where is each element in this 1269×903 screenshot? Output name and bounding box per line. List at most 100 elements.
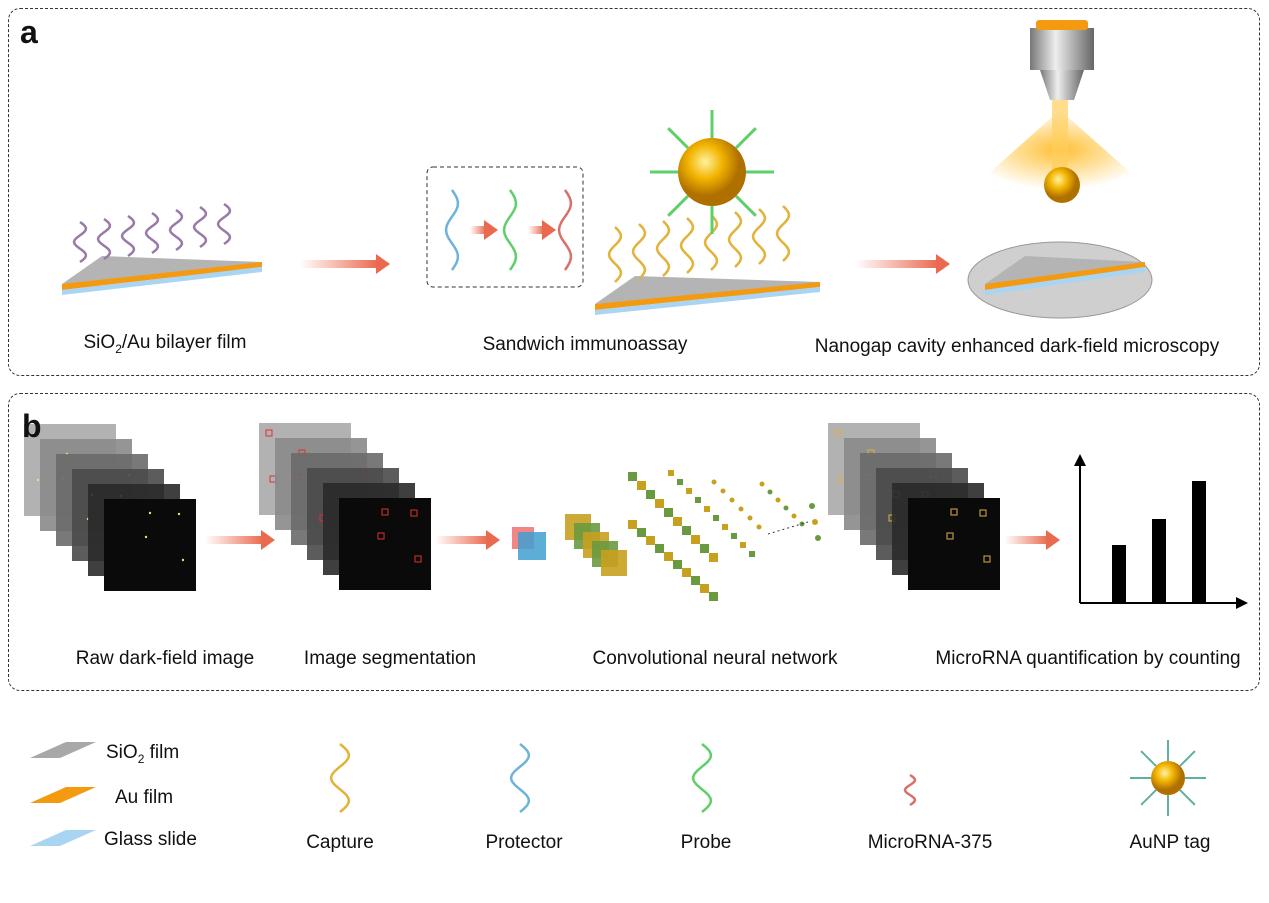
legend-aunp-strand — [1179, 789, 1196, 806]
neuron — [759, 481, 765, 487]
legend-sio2-swatch — [30, 742, 96, 758]
legend-microrna-icon — [903, 773, 917, 807]
step-label-quantification: MicroRNA quantification by counting — [935, 648, 1241, 669]
output-neuron — [815, 535, 821, 541]
capture-strand — [655, 220, 671, 277]
neuron — [775, 497, 781, 503]
neuron — [729, 497, 735, 503]
particle — [410, 509, 418, 517]
legend-glass-slide: Glass slide — [104, 829, 197, 850]
feature-map — [673, 517, 682, 526]
count-bar — [1152, 519, 1166, 603]
output-neuron — [809, 503, 815, 509]
legend-glass-swatch — [30, 830, 96, 846]
step-label-bilayer-film-post: /Au bilayer film — [121, 332, 247, 353]
feature-map — [709, 553, 718, 562]
feature-map — [713, 515, 719, 521]
neuron — [767, 489, 773, 495]
sandwich-film-glass — [595, 287, 820, 315]
neuron — [791, 513, 797, 519]
probe-strand — [734, 194, 757, 217]
y-axis-arrow — [1074, 454, 1086, 466]
step-label-sandwich: Sandwich immunoassay — [482, 334, 688, 355]
legend-sio2-film: SiO2 film — [106, 742, 179, 766]
neuron — [747, 515, 753, 521]
step-label-bilayer-film: SiO2/Au bilayer film — [84, 332, 247, 356]
feature-map — [691, 576, 700, 585]
arrow-b3-head — [1046, 530, 1060, 550]
neuron — [783, 505, 789, 511]
panel-a-label: a — [20, 14, 38, 50]
feature-map — [700, 544, 709, 553]
step-label-cnn: Convolutional neural network — [592, 648, 838, 669]
count-bar — [1112, 545, 1126, 603]
arrow-a2 — [855, 260, 938, 268]
particle — [148, 511, 152, 515]
neuron — [720, 488, 726, 494]
particle — [377, 532, 385, 540]
arrow-b2-head — [486, 530, 500, 550]
capture-strand — [168, 208, 184, 252]
neuron — [756, 524, 762, 530]
feature-map — [682, 526, 691, 535]
legend-protector-icon — [509, 743, 531, 813]
legend-protector: Protector — [485, 832, 563, 853]
feature-map — [749, 551, 755, 557]
feature-map — [628, 472, 637, 481]
feature-map — [722, 524, 728, 530]
sandwich-film-au — [595, 282, 820, 310]
particle — [950, 508, 958, 516]
stage-film-au — [985, 262, 1145, 290]
particle — [36, 478, 40, 482]
legend-sio2-pre: SiO — [106, 742, 138, 763]
legend-aunp-strand — [1140, 750, 1157, 767]
particle — [983, 555, 991, 563]
capture-strand — [72, 220, 88, 264]
panel-b-label: b — [22, 408, 42, 444]
particle — [265, 429, 273, 437]
capture-strand — [775, 205, 791, 262]
particle — [32, 432, 36, 436]
particle — [144, 535, 148, 539]
step-label-microscopy: Nanogap cavity enhanced dark-field micro… — [814, 336, 1220, 357]
probe-strand — [667, 127, 690, 150]
arrow-a1-head — [376, 254, 390, 274]
inset-arrow-1-head — [484, 220, 498, 240]
legend-aunp-icon — [1151, 761, 1185, 795]
bilayer-film-au — [62, 262, 262, 290]
feature-map — [691, 535, 700, 544]
legend-sio2-sub: 2 — [137, 751, 145, 766]
feature-map — [646, 536, 655, 545]
legend-probe: Probe — [680, 832, 732, 853]
count-bar — [1192, 481, 1206, 603]
feature-map — [700, 584, 709, 593]
capture-strand — [144, 211, 160, 255]
sandwich-film-sio2 — [595, 276, 820, 304]
particle — [946, 532, 954, 540]
legend-aunp-strand — [1179, 750, 1196, 767]
feature-map — [637, 481, 646, 490]
capture-strand — [192, 205, 208, 249]
legend-aunp-tag: AuNP tag — [1129, 832, 1211, 853]
feature-map — [686, 488, 692, 494]
feature-map — [628, 520, 637, 529]
particle — [177, 512, 181, 516]
light-beam — [1052, 100, 1068, 180]
legend-capture: Capture — [306, 832, 374, 853]
counted-image — [908, 498, 1000, 590]
feature-map — [677, 479, 683, 485]
feature-map — [655, 499, 664, 508]
capture-strand — [703, 214, 719, 271]
feature-map — [682, 568, 691, 577]
feature-map — [740, 542, 746, 548]
hybridization-inset — [426, 166, 584, 288]
step-label-bilayer-film-pre: SiO — [83, 332, 116, 353]
inset-arrow-2-head — [542, 220, 556, 240]
objective-band — [1036, 20, 1088, 30]
inset-arrow-1 — [470, 226, 486, 234]
particle — [181, 558, 185, 562]
legend-aunp-strand — [1140, 789, 1157, 806]
capture-strand — [607, 226, 623, 283]
particle — [834, 429, 842, 437]
capture-strand — [96, 217, 112, 261]
